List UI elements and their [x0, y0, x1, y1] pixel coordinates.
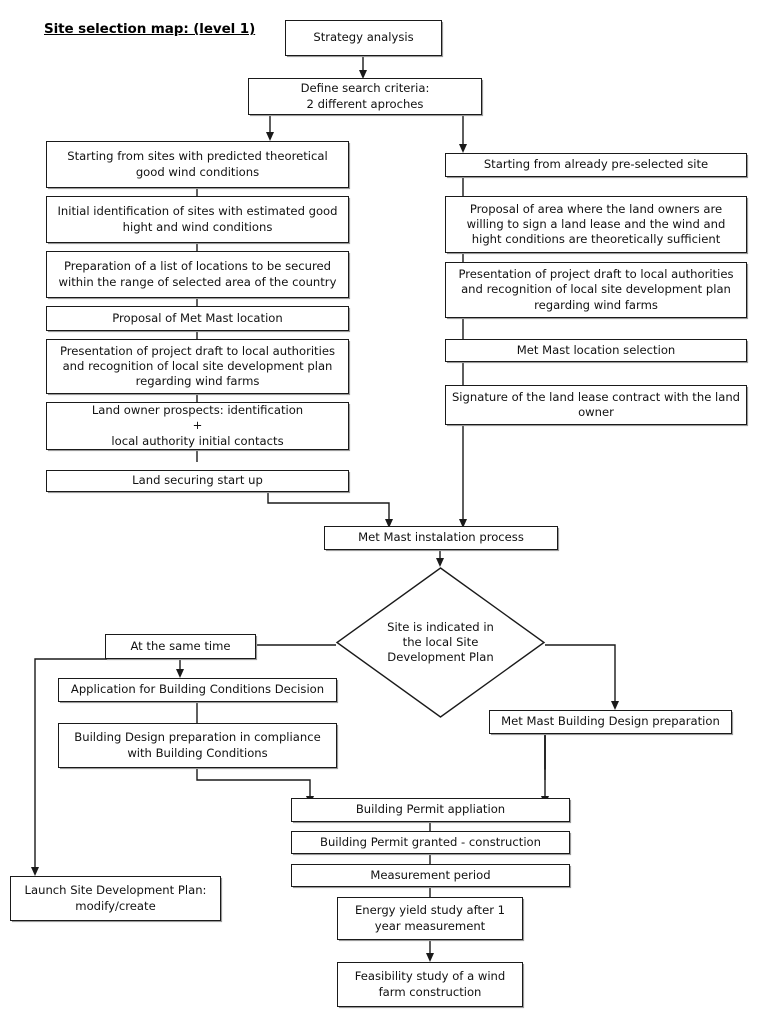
node-met-mast-building-design-preparation[interactable]: Met Mast Building Design preparation [489, 710, 732, 734]
node-strategy-analysis[interactable]: Strategy analysis [285, 20, 442, 56]
node-label: Proposal of area where the land owners a… [466, 201, 726, 247]
node-label: At the same time [130, 638, 231, 653]
node-feasibility-study[interactable]: Feasibility study of a wind farm constru… [337, 962, 523, 1007]
node-decision-site-in-development-plan[interactable]: Site is indicated in the local Site Deve… [335, 567, 546, 718]
diamond-shape [335, 567, 546, 718]
node-met-mast-instalation-process[interactable]: Met Mast instalation process [324, 526, 558, 550]
node-label: Presentation of project draft to local a… [458, 267, 734, 312]
node-label: Met Mast instalation process [358, 530, 524, 545]
node-left-preparation-list-locations[interactable]: Preparation of a list of locations to be… [46, 251, 349, 298]
node-label: Energy yield study after 1 year measurem… [354, 903, 506, 933]
node-measurement-period[interactable]: Measurement period [291, 864, 570, 887]
node-left-initial-identification[interactable]: Initial identification of sites with est… [46, 196, 349, 243]
node-building-permit-application[interactable]: Building Permit appliation [291, 798, 570, 822]
node-label: Launch Site Development Plan: modify/cre… [24, 883, 207, 913]
node-left-land-securing-start-up[interactable]: Land securing start up [46, 470, 349, 492]
node-label: Feasibility study of a wind farm constru… [354, 969, 506, 999]
node-label: Met Mast Building Design preparation [501, 714, 720, 729]
node-building-permit-granted[interactable]: Building Permit granted - construction [291, 831, 570, 854]
node-left-presentation-project-draft[interactable]: Presentation of project draft to local a… [46, 339, 349, 394]
node-label: Strategy analysis [313, 30, 414, 45]
node-at-the-same-time[interactable]: At the same time [105, 634, 256, 659]
node-right-signature-land-lease[interactable]: Signature of the land lease contract wit… [445, 385, 747, 425]
node-label: Application for Building Conditions Deci… [70, 682, 325, 697]
node-left-proposal-met-mast-location[interactable]: Proposal of Met Mast location [46, 306, 349, 331]
node-label: Preparation of a list of locations to be… [58, 259, 337, 289]
node-launch-site-development-plan[interactable]: Launch Site Development Plan: modify/cre… [10, 876, 221, 921]
node-energy-yield-study[interactable]: Energy yield study after 1 year measurem… [337, 897, 523, 940]
node-label: Building Design preparation in complianc… [74, 730, 321, 760]
node-define-search-criteria[interactable]: Define search criteria: 2 different apro… [248, 78, 482, 115]
page-title: Site selection map: (level 1) [44, 21, 256, 37]
node-label: Define search criteria: 2 different apro… [300, 81, 430, 111]
node-label: Building Permit granted - construction [319, 834, 541, 849]
node-label: Met Mast location selection [516, 342, 676, 357]
node-application-building-conditions-decision[interactable]: Application for Building Conditions Deci… [58, 678, 337, 702]
node-label: Measurement period [370, 867, 491, 882]
node-label: Proposal of Met Mast location [112, 310, 283, 325]
node-right-presentation-project-draft[interactable]: Presentation of project draft to local a… [445, 262, 747, 318]
node-label: Initial identification of sites with est… [57, 204, 338, 234]
node-label: Starting from already pre-selected site [483, 157, 709, 172]
node-label: Starting from sites with predicted theor… [67, 149, 328, 179]
node-right-pre-selected-site[interactable]: Starting from already pre-selected site [445, 153, 747, 177]
node-label: Signature of the land lease contract wit… [451, 389, 741, 419]
node-left-predicted-wind-conditions[interactable]: Starting from sites with predicted theor… [46, 141, 349, 188]
node-label: Presentation of project draft to local a… [59, 343, 335, 389]
node-left-land-owner-prospects[interactable]: Land owner prospects: identification + l… [46, 402, 349, 450]
node-right-met-mast-location-selection[interactable]: Met Mast location selection [445, 339, 747, 362]
node-label: Land securing start up [132, 473, 263, 488]
node-right-proposal-of-area[interactable]: Proposal of area where the land owners a… [445, 196, 747, 253]
node-building-design-preparation[interactable]: Building Design preparation in complianc… [58, 723, 337, 768]
node-label: Land owner prospects: identification + l… [91, 403, 304, 448]
node-label: Building Permit appliation [355, 802, 506, 817]
